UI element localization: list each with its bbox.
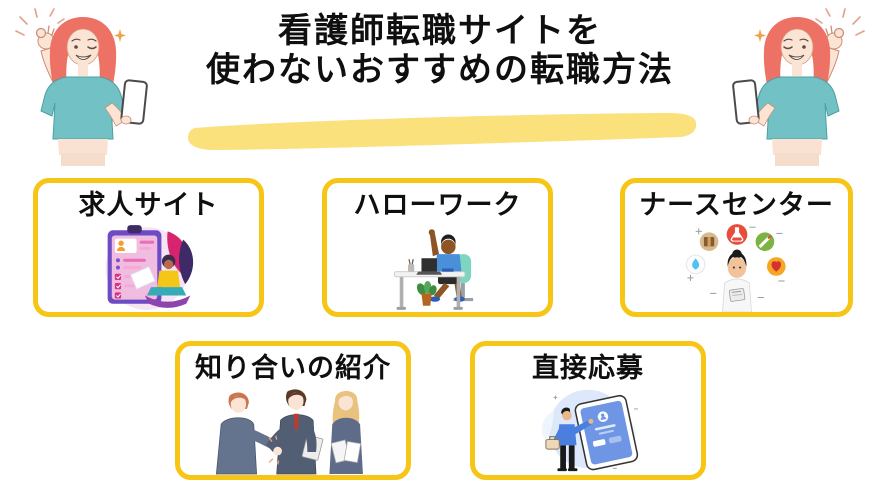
card-hellowork: ハローワーク (322, 178, 553, 317)
decoration-marks (553, 395, 638, 469)
card-referral: 知り合いの紹介 (175, 341, 411, 480)
paper-icon (129, 265, 156, 290)
heart-icon (766, 257, 786, 276)
tablet-icon (574, 394, 639, 471)
referral-handshake-illustration (215, 389, 363, 475)
page-title: 看護師転職サイトを 使わないおすすめの転職方法 (0, 12, 880, 90)
handshake-emphasis-marks (268, 435, 280, 465)
nurse-center-illustration (685, 224, 786, 312)
page-title-line1: 看護師転職サイトを (278, 12, 602, 50)
nurse-icon (721, 249, 752, 312)
button-icon (592, 439, 606, 447)
syringe-icon (755, 232, 774, 251)
briefcase-icon (545, 436, 560, 450)
yellow-brush-underline-icon (187, 112, 697, 150)
card-label: ナースセンター (639, 190, 834, 220)
card-label: ハローワーク (353, 190, 522, 220)
card-label: 直接応募 (532, 353, 644, 383)
woman-icon (329, 390, 363, 475)
card-direct-apply: 直接応募 (470, 341, 706, 480)
pen-cup-icon (407, 259, 414, 272)
card-label: 求人サイト (78, 190, 219, 220)
leaf-icon (178, 239, 193, 285)
button-icon (608, 435, 622, 444)
person-with-laptop-icon (144, 254, 190, 308)
potted-plant-icon (416, 280, 437, 306)
document-icon (343, 440, 362, 464)
decoration-marks (686, 226, 785, 299)
tie-icon (293, 413, 299, 430)
flask-icon (726, 224, 747, 245)
direct-apply-tablet-illustration (541, 389, 639, 472)
water-drop-icon (685, 254, 705, 275)
card-label: 知り合いの紹介 (195, 353, 391, 383)
book-icon (441, 268, 454, 272)
medicine-box-icon (699, 232, 718, 251)
hellowork-desk-illustration (393, 229, 473, 310)
center-man-icon (266, 389, 324, 475)
card-job-site: 求人サイト (33, 178, 264, 317)
laptop-icon (415, 258, 442, 275)
avatar-icon (117, 240, 124, 246)
page-title-line2: 使わないおすすめの転職方法 (206, 51, 674, 89)
job-site-illustration (105, 225, 193, 310)
card-nurse-center: ナースセンター (620, 178, 853, 317)
